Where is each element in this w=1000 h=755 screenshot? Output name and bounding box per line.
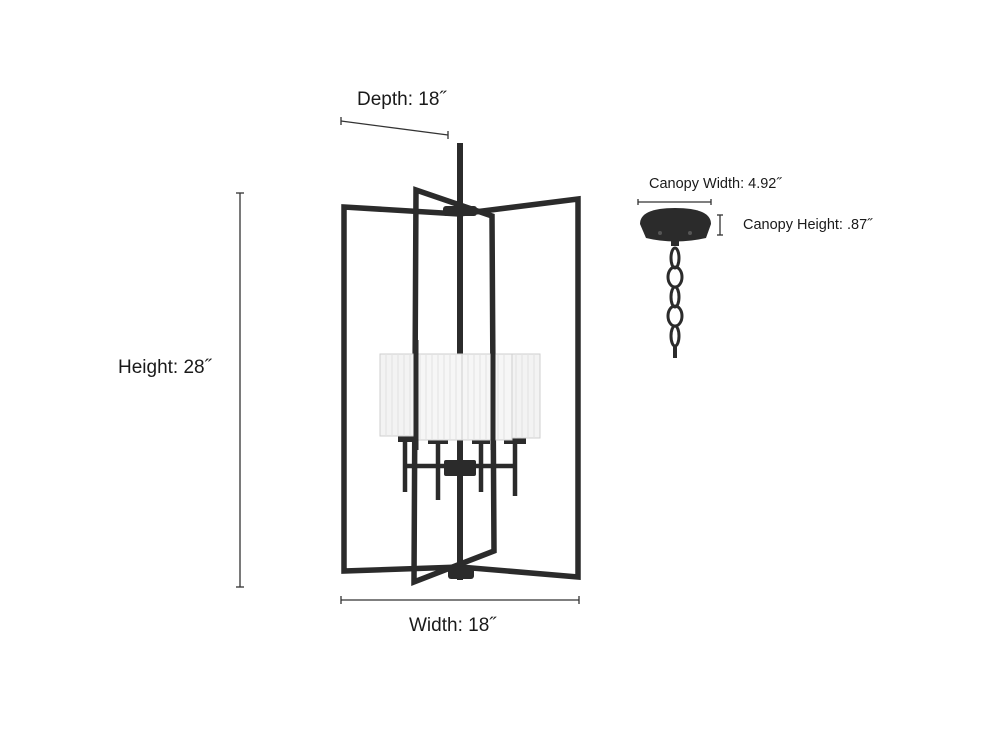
- width-dimension-line: [340, 596, 580, 604]
- front-frame-overlay: [413, 340, 496, 450]
- shade-front-left: [413, 353, 467, 441]
- canopy-height-dimension-line: [717, 214, 723, 236]
- canopy: [640, 208, 711, 242]
- bottom-hub: [448, 567, 474, 579]
- height-label: Height: 28˝: [118, 357, 211, 378]
- depth-dimension-line: [340, 117, 449, 139]
- light-sockets: [398, 430, 526, 500]
- chain: [666, 246, 684, 348]
- canopy-width-label: Canopy Width: 4.92˝: [649, 176, 782, 192]
- canopy-width-dimension-line: [637, 199, 712, 205]
- dimension-lines: [236, 117, 723, 604]
- canopy-height-label: Canopy Height: .87˝: [743, 217, 872, 233]
- glass-shades: [379, 353, 541, 441]
- depth-label: Depth: 18˝: [357, 89, 446, 110]
- shade-front-right: [461, 353, 513, 441]
- canopy-assembly: [640, 208, 711, 358]
- height-dimension-line: [236, 192, 244, 588]
- top-hub: [443, 206, 477, 216]
- width-label: Width: 18˝: [409, 615, 496, 636]
